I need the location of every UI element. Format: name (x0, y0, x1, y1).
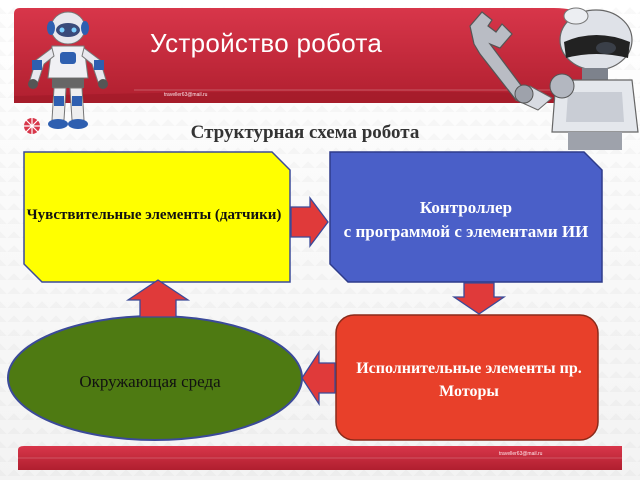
footer-email: traveller63@mail.ru (499, 451, 543, 457)
slide-title: Устройство робота (150, 28, 383, 58)
sensors-label: Чувствительные элементы (датчики) (26, 206, 282, 223)
footer-strip (18, 446, 622, 470)
arrow-controller-to-actuators (451, 282, 507, 315)
header-banner (14, 8, 594, 103)
controller-box (329, 151, 603, 283)
arrow-environment-to-sensors (125, 279, 191, 318)
actuators-box (335, 314, 599, 441)
environment-label: Окружающая среда (79, 372, 221, 391)
sensors-box (23, 151, 291, 283)
controller-label: Контроллер с программой с элементами ИИ (343, 198, 589, 241)
header-email: traveller63@mail.ru (164, 92, 208, 98)
arrow-sensors-to-controller (290, 196, 329, 248)
diagram-subtitle: Структурная схема робота (190, 122, 420, 143)
robot-right-icon (469, 7, 639, 150)
arrow-actuators-to-environment (301, 349, 336, 407)
actuators-label: Исполнительные элементы пр. Моторы (356, 359, 582, 400)
robot-left-icon (24, 11, 108, 134)
